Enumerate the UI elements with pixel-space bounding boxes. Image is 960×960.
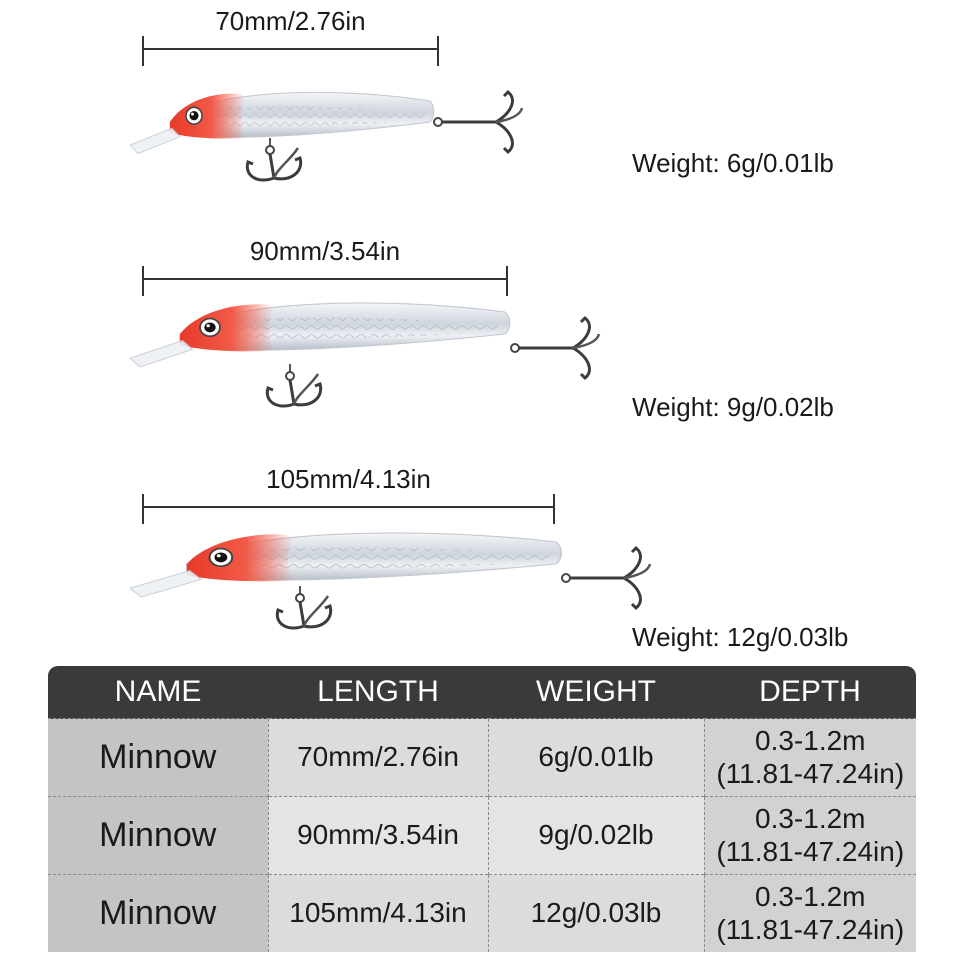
cell-length: 105mm/4.13in <box>267 874 488 952</box>
dimension-tick-left <box>142 266 144 296</box>
lure-image-large <box>130 531 652 630</box>
depth-meters: 0.3-1.2m <box>755 725 866 757</box>
length-dimension: 70mm/2.76in <box>142 6 439 66</box>
header-depth: DEPTH <box>704 666 916 719</box>
dimension-tick-left <box>142 36 144 66</box>
cell-depth: 0.3-1.2m (11.81-47.24in) <box>703 718 916 797</box>
lure-image-medium <box>130 302 601 408</box>
dimension-tick-right <box>506 266 508 296</box>
cell-name: Minnow <box>48 796 268 875</box>
weight-label: Weight: 12g/0.03lb <box>632 622 849 652</box>
table-row: Minnow 105mm/4.13in 12g/0.03lb 0.3-1.2m … <box>48 874 916 952</box>
header-weight: WEIGHT <box>488 666 704 719</box>
cell-weight: 12g/0.03lb <box>487 874 704 952</box>
dimension-line <box>142 278 508 280</box>
dimension-line <box>142 506 555 508</box>
depth-inches: (11.81-47.24in) <box>716 757 905 789</box>
cell-name: Minnow <box>48 874 268 952</box>
spec-table: NAME LENGTH WEIGHT DEPTH Minnow 70mm/2.7… <box>48 666 916 952</box>
weight-label: Weight: 6g/0.01lb <box>632 148 834 178</box>
depth-inches: (11.81-47.24in) <box>716 913 905 945</box>
dimension-tick-right <box>437 36 439 66</box>
table-row: Minnow 90mm/3.54in 9g/0.02lb 0.3-1.2m (1… <box>48 796 916 875</box>
depth-meters: 0.3-1.2m <box>755 803 866 835</box>
weight-label: Weight: 9g/0.02lb <box>632 392 834 422</box>
depth-meters: 0.3-1.2m <box>755 881 866 913</box>
depth-inches: (11.81-47.24in) <box>716 835 905 867</box>
dimension-tick-left <box>142 494 144 524</box>
cell-depth: 0.3-1.2m (11.81-47.24in) <box>703 874 916 952</box>
table-header-row: NAME LENGTH WEIGHT DEPTH <box>48 666 916 719</box>
length-label: 105mm/4.13in <box>266 464 431 494</box>
length-label: 70mm/2.76in <box>215 6 366 36</box>
dimension-line <box>142 48 439 50</box>
length-dimension: 105mm/4.13in <box>142 464 555 524</box>
header-name: NAME <box>48 666 268 719</box>
lure-image-small <box>130 90 524 182</box>
cell-weight: 9g/0.02lb <box>487 796 704 875</box>
cell-name: Minnow <box>48 718 268 797</box>
table-row: Minnow 70mm/2.76in 6g/0.01lb 0.3-1.2m (1… <box>48 718 916 797</box>
length-label: 90mm/3.54in <box>249 236 401 266</box>
dimension-tick-right <box>553 494 555 524</box>
length-dimension: 90mm/3.54in <box>142 236 508 296</box>
cell-length: 90mm/3.54in <box>267 796 488 875</box>
cell-weight: 6g/0.01lb <box>487 718 704 797</box>
cell-length: 70mm/2.76in <box>267 718 488 797</box>
header-length: LENGTH <box>268 666 488 719</box>
cell-depth: 0.3-1.2m (11.81-47.24in) <box>703 796 916 875</box>
